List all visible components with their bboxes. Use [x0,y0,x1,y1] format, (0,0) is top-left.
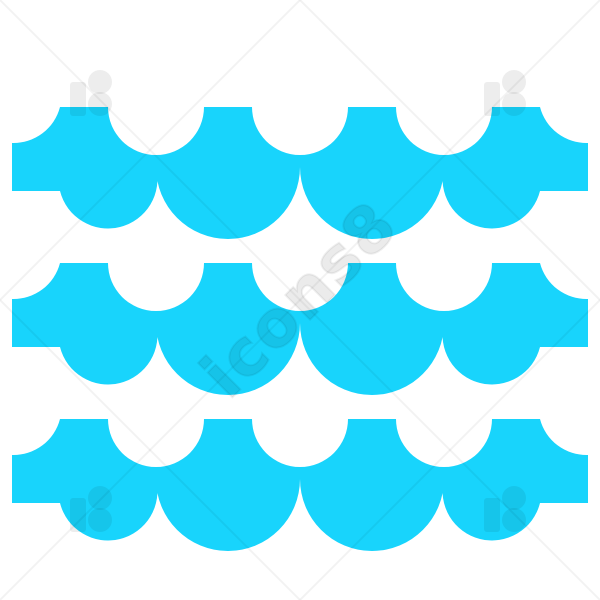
wave-rows [12,107,588,551]
wave-row [12,107,588,239]
wave-row [12,263,588,395]
wave-row [12,419,588,551]
